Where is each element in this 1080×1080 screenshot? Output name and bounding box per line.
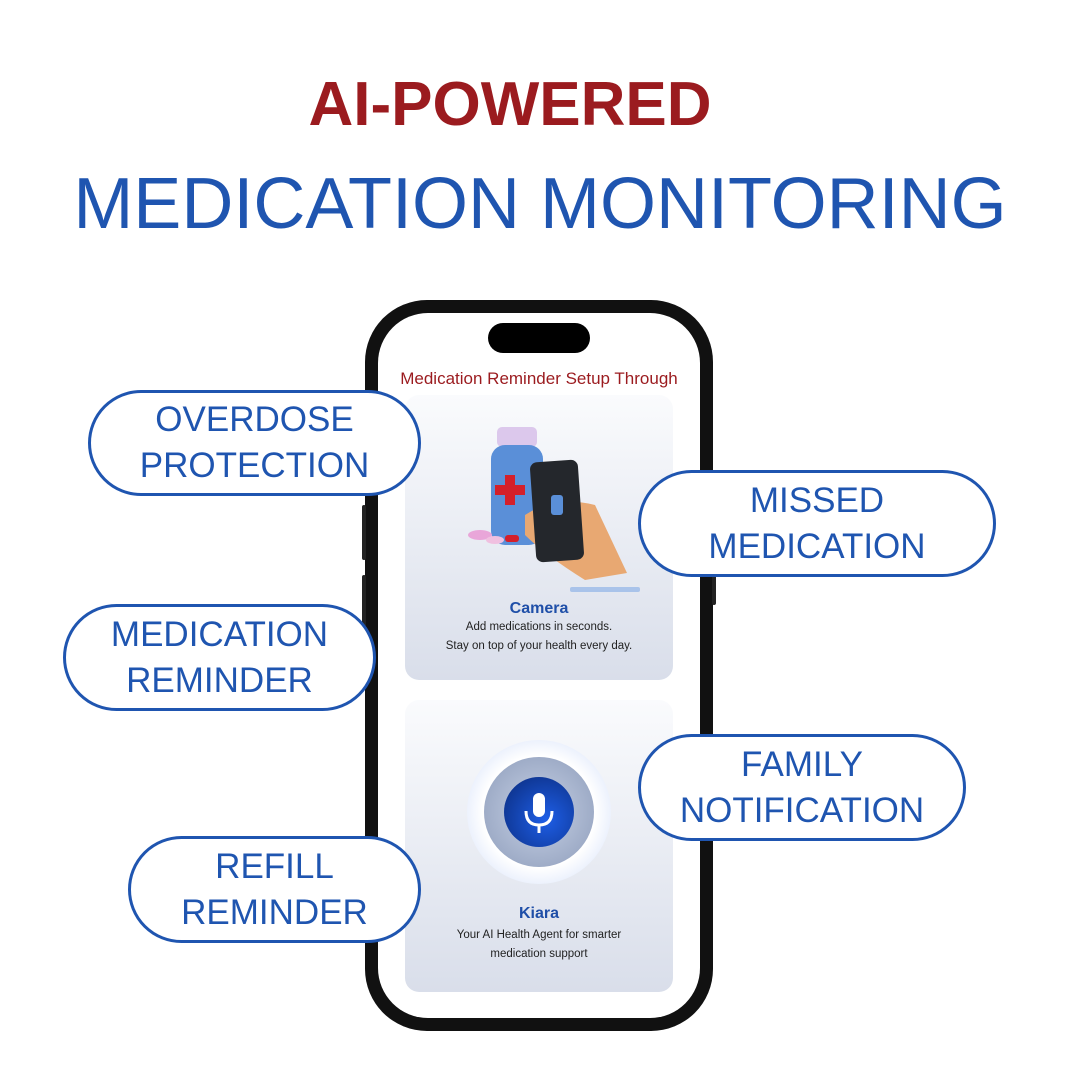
phone-mockup: Medication Reminder Setup Through Camera… bbox=[362, 300, 716, 1031]
feature-line: REMINDER bbox=[126, 660, 313, 700]
feature-line: MEDICATION bbox=[110, 614, 329, 654]
kiara-desc-2: medication support bbox=[490, 948, 588, 960]
feature-line: FAMILY bbox=[741, 744, 863, 784]
headline-medication-monitoring: MEDICATION MONITORING bbox=[73, 164, 1007, 244]
camera-desc-1: Add medications in seconds. bbox=[465, 621, 613, 633]
phone-camera-pill-bottle-illustration bbox=[468, 427, 640, 592]
kiara-title: Kiara bbox=[518, 905, 560, 922]
feature-line: PROTECTION bbox=[139, 446, 370, 485]
phone-screen: Medication Reminder Setup Through Camera… bbox=[378, 313, 700, 1018]
phone-volume-down bbox=[362, 575, 366, 630]
camera-title: Camera bbox=[509, 600, 569, 617]
feature-medication-reminder: MEDICATION REMINDER bbox=[63, 604, 376, 711]
microphone-icon bbox=[524, 793, 554, 833]
feature-missed-medication: MISSED MEDICATION bbox=[638, 470, 996, 577]
feature-line: MISSED bbox=[749, 480, 885, 520]
feature-line: OVERDOSE bbox=[155, 400, 354, 439]
feature-overdose-protection: OVERDOSE PROTECTION bbox=[88, 390, 421, 496]
feature-line: REMINDER bbox=[181, 892, 368, 932]
kiara-card[interactable]: Kiara Your AI Health Agent for smarter m… bbox=[405, 700, 673, 992]
feature-refill-reminder: REFILL REMINDER bbox=[128, 836, 421, 943]
phone-volume-up bbox=[362, 505, 366, 560]
camera-desc-2: Stay on top of your health every day. bbox=[445, 640, 633, 652]
kiara-desc-1: Your AI Health Agent for smarter bbox=[456, 929, 622, 941]
microphone-button[interactable] bbox=[467, 740, 611, 884]
feature-line: NOTIFICATION bbox=[679, 790, 925, 830]
dynamic-island bbox=[488, 323, 590, 353]
camera-card[interactable]: Camera Add medications in seconds. Stay … bbox=[405, 395, 673, 680]
feature-family-notification: FAMILY NOTIFICATION bbox=[638, 734, 966, 841]
feature-line: MEDICATION bbox=[708, 526, 926, 566]
setup-header: Medication Reminder Setup Through bbox=[400, 369, 678, 388]
headline-ai-powered: AI-POWERED bbox=[308, 70, 712, 139]
feature-line: REFILL bbox=[215, 846, 334, 886]
